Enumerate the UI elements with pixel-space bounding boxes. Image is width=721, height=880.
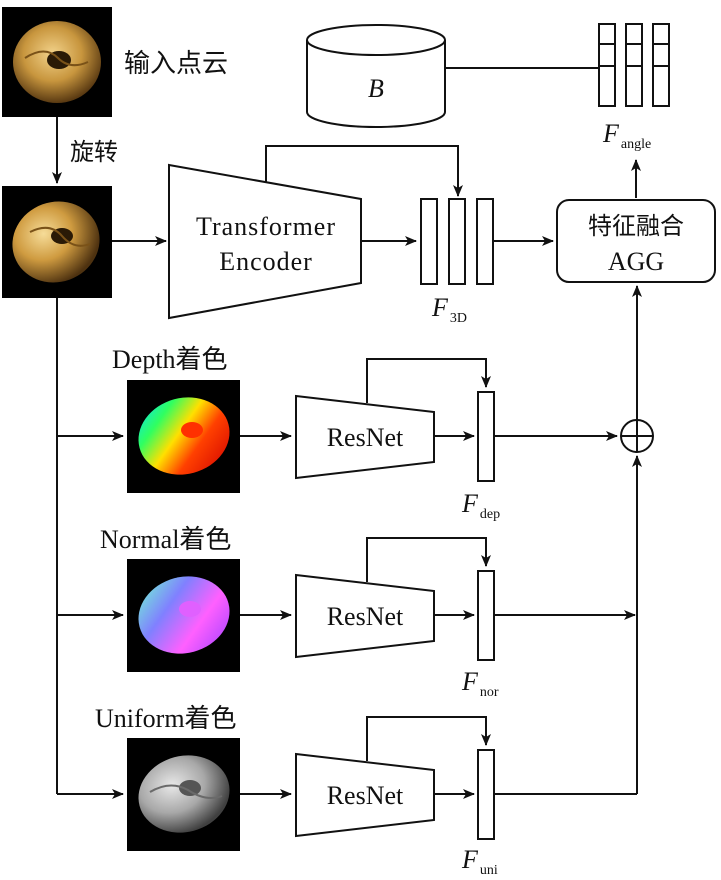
resnet-depth-block [295,394,435,480]
depth-branch-label: Depth着色 [112,345,228,374]
uniform-branch-label: Uniform着色 [95,704,237,733]
resnet-uniform-label: ResNet [327,781,404,810]
resnet-uniform-block [295,752,435,838]
resnet-depth-label: ResNet [327,423,404,452]
funi-feature-bar [477,749,495,840]
feature-fusion-block [556,199,716,283]
normal-render-image [127,559,240,672]
angle-feature-bars [598,23,670,107]
resnet-normal-block [295,573,435,659]
database-label: B [368,74,384,103]
transformer-skip-connection [265,145,463,197]
f3d-feature-bars [420,198,494,285]
rotated-point-cloud-image [2,186,112,298]
resnet-normal-label: ResNet [327,602,404,631]
transformer-encoder-block [168,163,362,320]
transformer-label-line1: Transformer [196,212,336,241]
depth-render-image [127,380,240,493]
fdep-feature-bar [477,391,495,482]
resnet-normal-skip [366,537,491,582]
input-point-cloud-image [2,7,112,117]
database-cylinder [306,24,446,128]
fusion-label-line1: 特征融合 [588,212,684,240]
fusion-label-line2: AGG [608,247,664,276]
input-label: 输入点云 [124,49,228,79]
normal-branch-label: Normal着色 [100,525,231,554]
fnor-feature-bar [477,570,495,661]
rotate-label: 旋转 [70,138,118,166]
sum-icon [620,419,654,453]
uniform-render-image [127,738,240,851]
resnet-uniform-skip [366,716,491,761]
transformer-label-line2: Encoder [219,247,313,276]
resnet-depth-skip [366,358,491,403]
